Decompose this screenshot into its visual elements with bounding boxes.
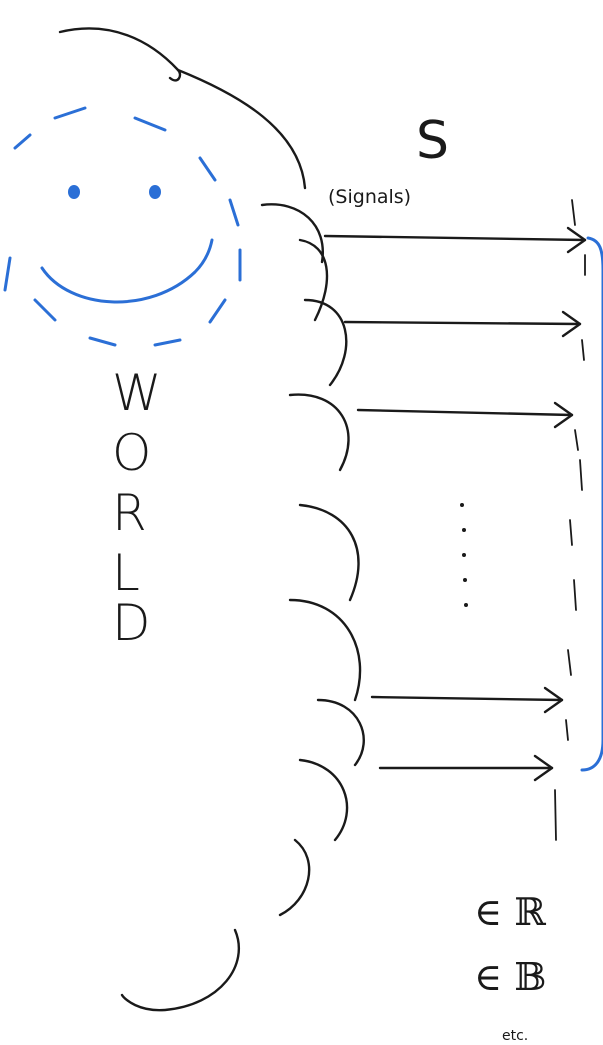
world-label: W O R L D bbox=[112, 364, 161, 652]
world-letter-o: O bbox=[112, 424, 151, 482]
ellipsis-dots bbox=[460, 503, 468, 607]
arrow-icon bbox=[345, 312, 580, 336]
domain-bool-label: ∈ 𝔹 bbox=[474, 955, 546, 999]
domain-real-label: ∈ ℝ bbox=[474, 890, 546, 934]
world-letter-r: R bbox=[112, 484, 147, 542]
domain-etc-label: etc. bbox=[502, 1028, 528, 1044]
world-letter-d: D bbox=[112, 594, 151, 652]
arrow-icon bbox=[372, 688, 562, 712]
signal-boundary-line bbox=[555, 200, 585, 840]
arrow-icon bbox=[380, 756, 552, 780]
world-letter-w: W bbox=[112, 364, 161, 422]
arrow-icon bbox=[358, 403, 572, 427]
signals-caption: (Signals) bbox=[328, 186, 411, 208]
smiley-face-icon bbox=[5, 108, 240, 345]
signal-arrows bbox=[325, 228, 585, 780]
arrow-icon bbox=[325, 228, 585, 252]
signals-symbol: S bbox=[416, 111, 449, 171]
blue-bracket bbox=[582, 238, 603, 770]
